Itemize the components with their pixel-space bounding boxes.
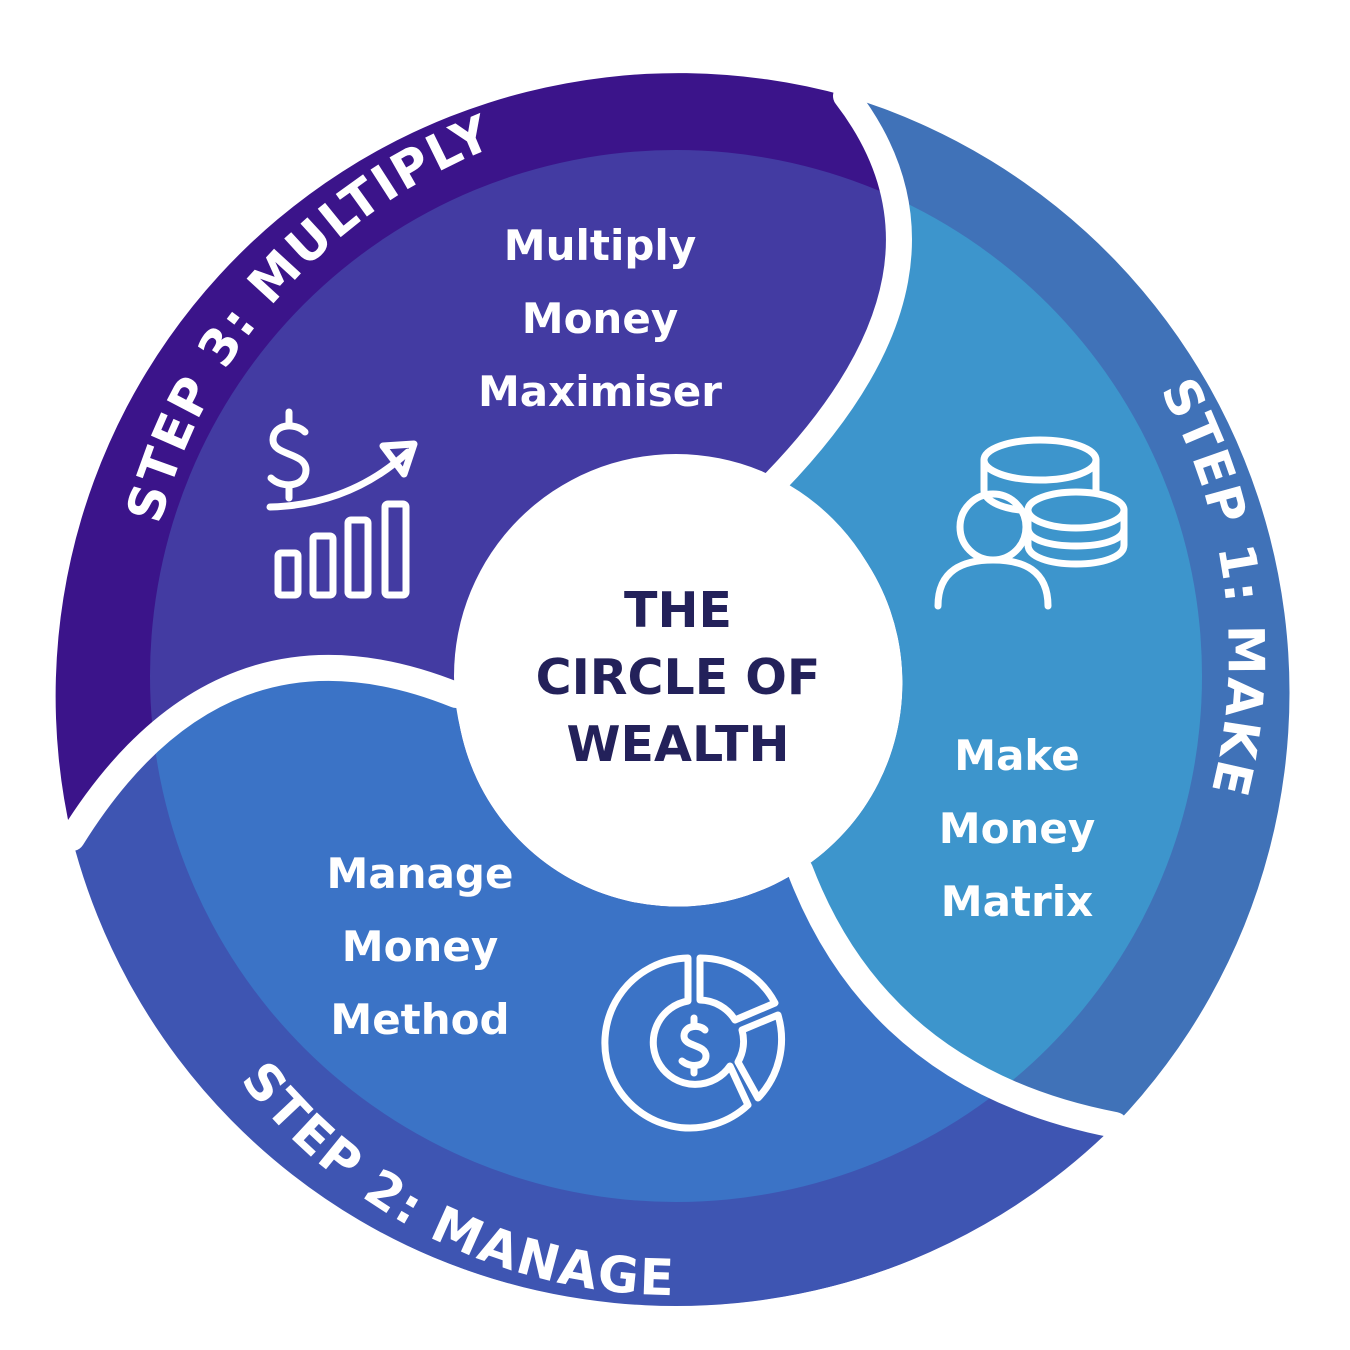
multiply-label-line3: Maximiser — [478, 367, 722, 416]
center-title-line2: CIRCLE OF — [536, 649, 821, 706]
center-circle — [454, 454, 898, 898]
person-coins-icon — [934, 436, 1128, 610]
make-label-line1: Make — [954, 731, 1079, 780]
make-segment — [775, 96, 1290, 1125]
make-label-line3: Matrix — [941, 877, 1093, 926]
manage-label: Manage Money Method — [327, 849, 514, 1044]
manage-label-line2: Money — [342, 922, 498, 971]
make-label-line2: Money — [939, 804, 1095, 853]
multiply-label: Multiply Money Maximiser — [478, 221, 722, 416]
center-title: THE CIRCLE OF WEALTH — [536, 582, 821, 773]
multiply-label-line2: Money — [522, 294, 678, 343]
manage-label-line3: Method — [330, 995, 509, 1044]
growth-chart-dollar-icon — [266, 408, 418, 599]
manage-label-line1: Manage — [327, 849, 514, 898]
center-title-line3: WEALTH — [567, 716, 790, 773]
pie-chart-dollar-icon — [601, 954, 786, 1132]
make-label: Make Money Matrix — [939, 731, 1095, 926]
multiply-label-line1: Multiply — [504, 221, 696, 270]
center-title-line1: THE — [624, 582, 732, 639]
segment-separators — [59, 83, 1128, 1138]
